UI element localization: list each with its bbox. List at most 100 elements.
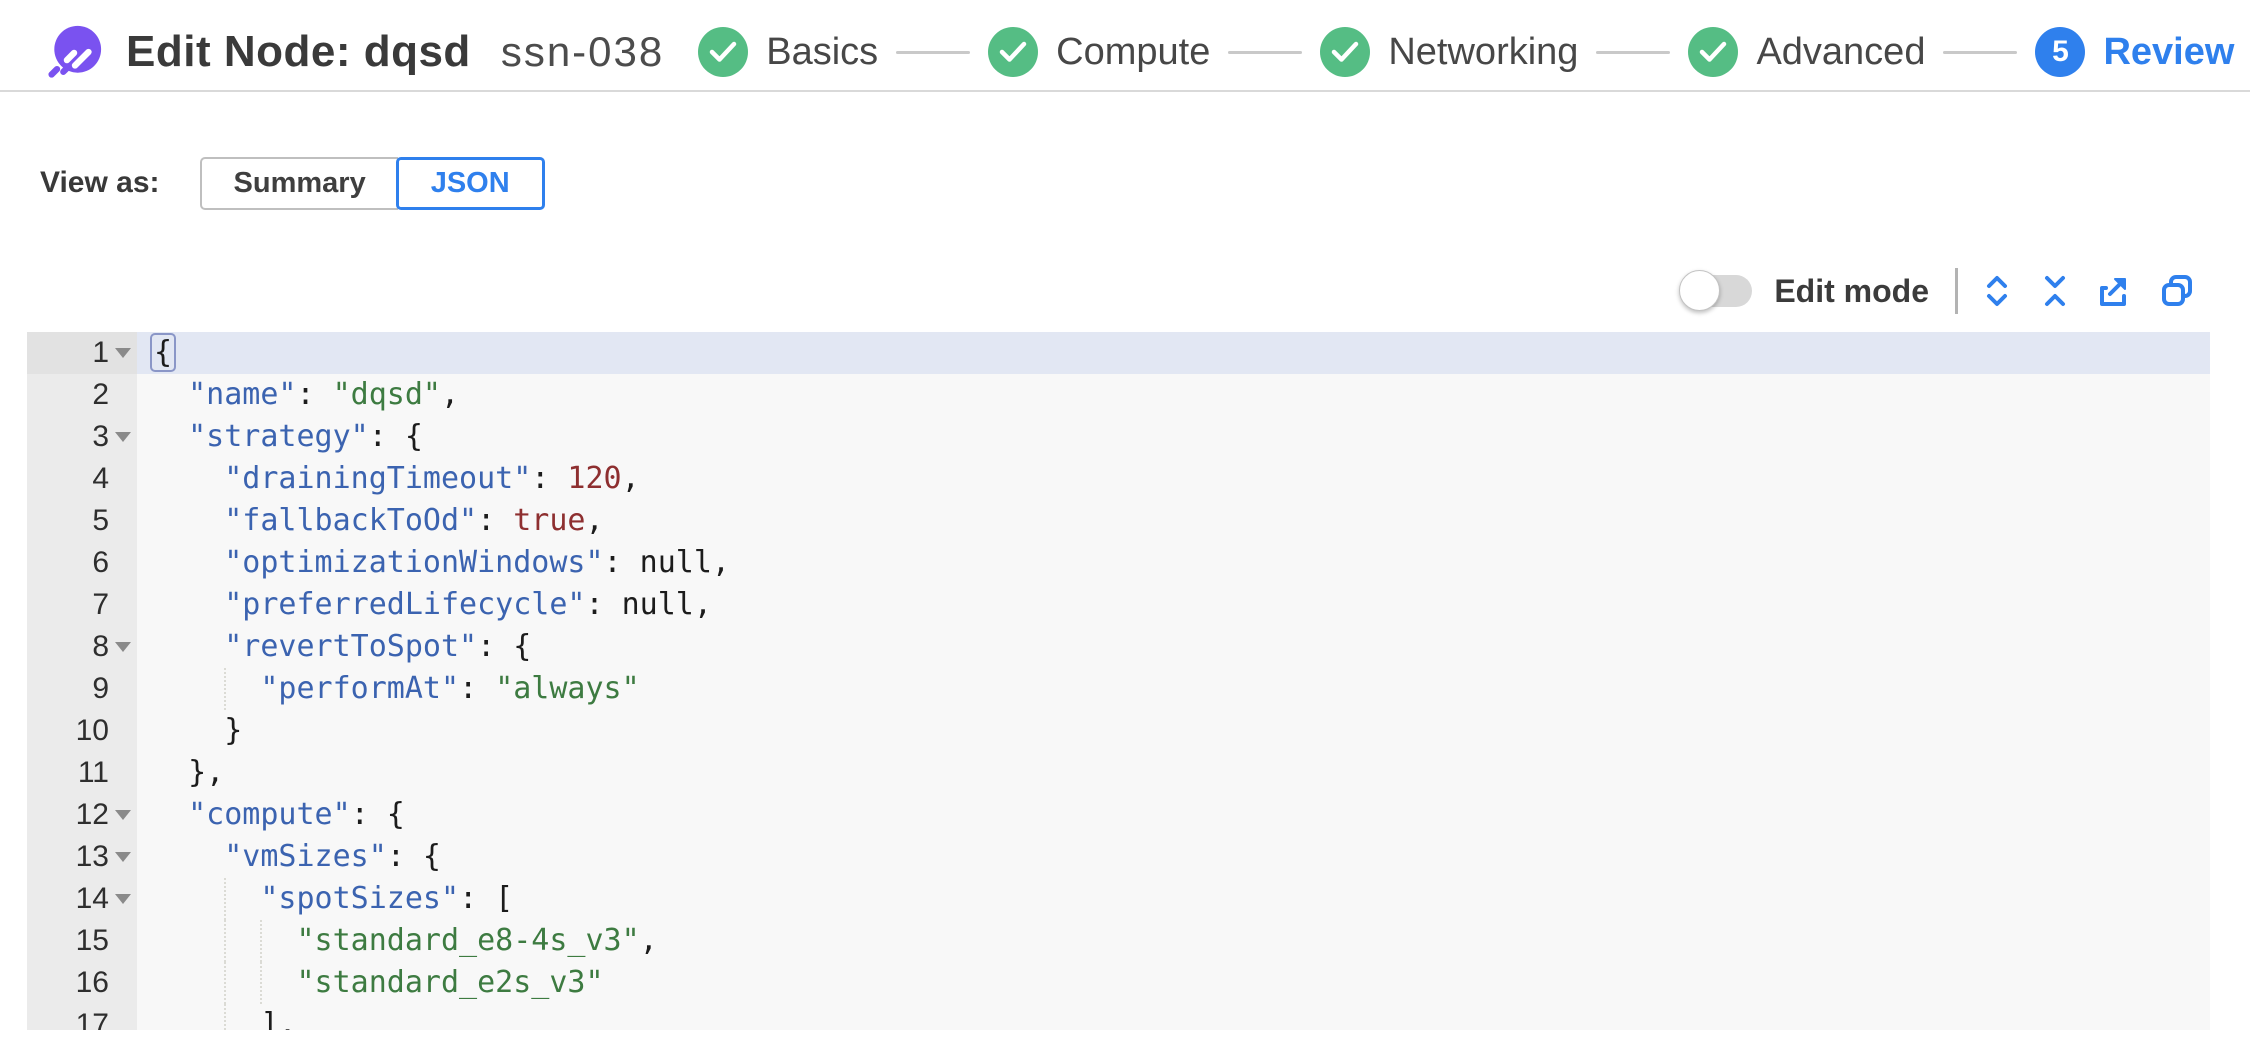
gutter-line-3: 3 [27, 416, 137, 458]
code-line-6[interactable]: "optimizationWindows": null, [137, 542, 2210, 584]
code-line-1[interactable]: { [137, 332, 2210, 374]
code-line-3[interactable]: "strategy": { [137, 416, 2210, 458]
gutter-line-4: 4 [27, 458, 137, 500]
fold-toggle-icon[interactable] [109, 794, 137, 836]
matching-bracket-highlight: { [150, 333, 177, 372]
code-line-10[interactable]: } [137, 710, 2210, 752]
step-networking[interactable]: Networking [1320, 27, 1578, 77]
page-title: Edit Node: dqsd [126, 27, 471, 76]
toggle-knob [1679, 270, 1721, 311]
step-check-icon [988, 27, 1039, 77]
code-line-11[interactable]: }, [137, 752, 2210, 794]
code-line-text: "preferredLifecycle": null, [224, 587, 712, 622]
line-number: 9 [92, 672, 109, 705]
gutter-line-16: 16 [27, 962, 137, 1004]
code-line-2[interactable]: "name": "dqsd", [137, 374, 2210, 416]
step-basics[interactable]: Basics [698, 27, 878, 77]
fold-slot [109, 752, 137, 794]
line-number: 1 [92, 336, 109, 369]
copy-button[interactable] [2160, 274, 2194, 308]
code-line-text: "compute": { [188, 797, 405, 832]
step-compute[interactable]: Compute [988, 27, 1210, 77]
gutter-line-13: 13 [27, 836, 137, 878]
code-line-15[interactable]: "standard_e8-4s_v3", [137, 920, 2210, 962]
code-line-text: "vmSizes": { [224, 839, 441, 874]
fold-slot [109, 458, 137, 500]
gutter-line-12: 12 [27, 794, 137, 836]
edit-mode-toggle[interactable] [1679, 270, 1753, 311]
export-icon [2098, 274, 2130, 308]
view-as-summary-button[interactable]: Summary [199, 156, 398, 210]
code-line-7[interactable]: "preferredLifecycle": null, [137, 584, 2210, 626]
line-number: 16 [75, 966, 109, 999]
step-advanced[interactable]: Advanced [1688, 27, 1925, 77]
gutter-line-2: 2 [27, 374, 137, 416]
fold-toggle-icon[interactable] [109, 878, 137, 920]
fold-slot [109, 668, 137, 710]
code-line-8[interactable]: "revertToSpot": { [137, 626, 2210, 668]
fold-toggle-icon[interactable] [109, 332, 137, 374]
expand-all-button[interactable] [1986, 274, 2008, 308]
code-line-text: "spotSizes": [ [260, 881, 514, 916]
gutter-line-11: 11 [27, 752, 137, 794]
editor-toolbar: Edit mode [0, 268, 2250, 314]
gutter-line-14: 14 [27, 878, 137, 920]
gutter-line-7: 7 [27, 584, 137, 626]
fold-slot [109, 710, 137, 752]
code-line-text: "standard_e2s_v3" [296, 965, 604, 1000]
indent-guide [224, 878, 227, 920]
line-number: 5 [92, 504, 109, 537]
step-label: Advanced [1756, 30, 1926, 73]
step-connector [1228, 50, 1303, 54]
code-line-text: "performAt": "always" [260, 671, 640, 706]
code-line-text: "standard_e8-4s_v3", [296, 923, 658, 958]
collapse-all-button[interactable] [2044, 274, 2066, 308]
step-label: Compute [1056, 30, 1211, 73]
step-check-icon [1320, 27, 1371, 77]
code-line-text: ], [260, 1007, 297, 1030]
fold-slot [109, 500, 137, 542]
step-connector [896, 50, 971, 54]
line-number: 17 [75, 1008, 109, 1030]
code-line-9[interactable]: "performAt": "always" [137, 668, 2210, 710]
line-number: 4 [92, 462, 109, 495]
indent-guide [224, 962, 227, 1004]
line-number: 12 [75, 798, 109, 831]
code-line-17[interactable]: ], [137, 1004, 2210, 1030]
indent-guide [260, 920, 263, 962]
indent-guide [224, 668, 227, 710]
code-line-4[interactable]: "drainingTimeout": 120, [137, 458, 2210, 500]
code-line-text: "name": "dqsd", [188, 377, 460, 412]
fold-slot [109, 920, 137, 962]
code-line-12[interactable]: "compute": { [137, 794, 2210, 836]
wizard-header: Edit Node: dqsd ssn-038 Basics Compute Net… [0, 0, 2250, 92]
node-id-clip: ssn-038 [501, 28, 664, 76]
step-connector [1943, 50, 2018, 54]
gutter-line-1: 1 [27, 332, 137, 374]
line-number: 10 [75, 714, 109, 747]
fold-slot [109, 584, 137, 626]
gutter-line-9: 9 [27, 668, 137, 710]
export-button[interactable] [2098, 274, 2130, 308]
view-as-json-button[interactable]: JSON [395, 156, 545, 210]
code-line-5[interactable]: "fallbackToOd": true, [137, 500, 2210, 542]
code-line-text: "optimizationWindows": null, [224, 545, 730, 580]
line-number: 11 [77, 756, 109, 789]
fold-toggle-icon[interactable] [109, 416, 137, 458]
fold-toggle-icon[interactable] [109, 836, 137, 878]
indent-guide [224, 920, 227, 962]
fold-toggle-icon[interactable] [109, 626, 137, 668]
code-line-16[interactable]: "standard_e2s_v3" [137, 962, 2210, 1004]
toolbar-divider [1955, 268, 1958, 314]
line-number: 7 [92, 588, 109, 621]
gutter-line-5: 5 [27, 500, 137, 542]
editor-code-area[interactable]: { "name": "dqsd", "strategy": { "drainin… [137, 332, 2210, 1030]
step-connector [1596, 50, 1671, 54]
code-line-14[interactable]: "spotSizes": [ [137, 878, 2210, 920]
step-number-badge: 5 [2035, 27, 2086, 77]
code-line-13[interactable]: "vmSizes": { [137, 836, 2210, 878]
code-line-text: "revertToSpot": { [224, 629, 532, 664]
